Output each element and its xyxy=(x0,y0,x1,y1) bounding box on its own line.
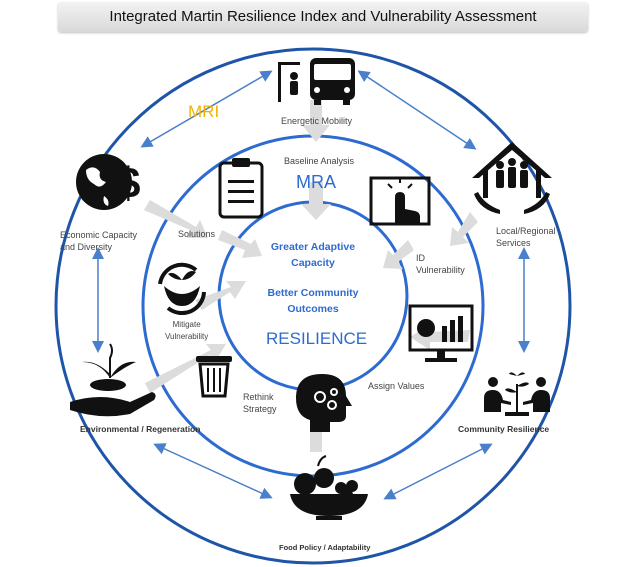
flow-arrow-baseline xyxy=(301,182,331,220)
hand-plant-icon xyxy=(70,343,156,417)
flow-arrow-top xyxy=(302,100,330,142)
center-line2: Capacity xyxy=(291,257,335,269)
page-title: Integrated Martin Resilience Index and V… xyxy=(109,8,537,25)
trash-can-icon xyxy=(196,356,232,398)
clipboard-icon xyxy=(218,158,264,219)
economic-line1: Economic Capacity xyxy=(60,230,138,240)
solutions-label: Solutions xyxy=(178,229,216,239)
bus-icon xyxy=(278,58,355,105)
mri-label: MRI xyxy=(188,102,220,121)
community-planting-icon xyxy=(484,372,550,416)
assign-values-label: Assign Values xyxy=(368,381,425,391)
svg-text:$: $ xyxy=(116,159,140,208)
center-line1: Greater Adaptive xyxy=(270,241,356,253)
flow-arrow-upper-left xyxy=(144,200,208,238)
globe-dollar-icon: $ xyxy=(76,154,140,210)
mitigate-line1: Mitigate xyxy=(172,320,201,329)
arrow-top-right xyxy=(357,70,477,150)
mitigate-line2: Vulnerability xyxy=(165,332,209,341)
food-policy-label: Food Policy / Adaptability xyxy=(279,543,371,552)
adaptive-capacity-text: Greater Adaptive Capacity xyxy=(243,239,383,271)
center-line3: Better Community xyxy=(267,287,359,299)
head-gears-icon xyxy=(296,374,352,432)
economic-line2: and Diversity xyxy=(60,242,113,252)
touch-screen-icon xyxy=(369,176,431,226)
arrow-top-left xyxy=(140,70,273,148)
community-outcomes-text: Better Community Outcomes xyxy=(243,285,383,317)
fruit-bowl-icon xyxy=(290,455,368,520)
local-regional-line1: Local/Regional xyxy=(496,226,556,236)
rethink-strategy-label: Rethink Strategy xyxy=(243,391,277,415)
chart-monitor-icon xyxy=(408,304,474,362)
id-line2: Vulnerability xyxy=(416,265,465,275)
id-vulnerability-label: ID Vulnerability xyxy=(416,252,465,276)
center-line4: Outcomes xyxy=(287,303,339,315)
house-family-icon xyxy=(472,142,552,214)
rethink-line1: Rethink xyxy=(243,392,274,402)
community-resilience-label: Community Resilience xyxy=(458,424,550,434)
energetic-mobility-label: Energetic Mobility xyxy=(281,116,353,126)
flow-arrow-id xyxy=(383,240,414,269)
arrow-bottom-left xyxy=(153,443,273,499)
id-line1: ID xyxy=(416,253,425,263)
baseline-analysis-label: Baseline Analysis xyxy=(284,156,355,166)
environmental-label: Environmental / Regeneration xyxy=(80,424,201,434)
flow-arrow-right-top xyxy=(450,212,478,246)
arrow-bottom-right xyxy=(383,443,493,500)
resilience-label: RESILIENCE xyxy=(266,329,368,348)
mra-label: MRA xyxy=(296,172,336,192)
flow-arrow-solutions xyxy=(218,230,262,258)
economic-label: Economic Capacity and Diversity xyxy=(60,229,137,253)
title-bar: Integrated Martin Resilience Index and V… xyxy=(58,2,588,32)
rethink-line2: Strategy xyxy=(243,404,277,414)
mitigate-cycle-icon xyxy=(158,262,206,316)
flow-arrow-left xyxy=(195,281,246,310)
local-regional-line2: Services xyxy=(496,238,531,248)
local-regional-label: Local/Regional Services xyxy=(496,225,556,249)
outer-ring xyxy=(54,47,572,565)
mitigate-label: Mitigate Vulnerability xyxy=(165,319,208,343)
